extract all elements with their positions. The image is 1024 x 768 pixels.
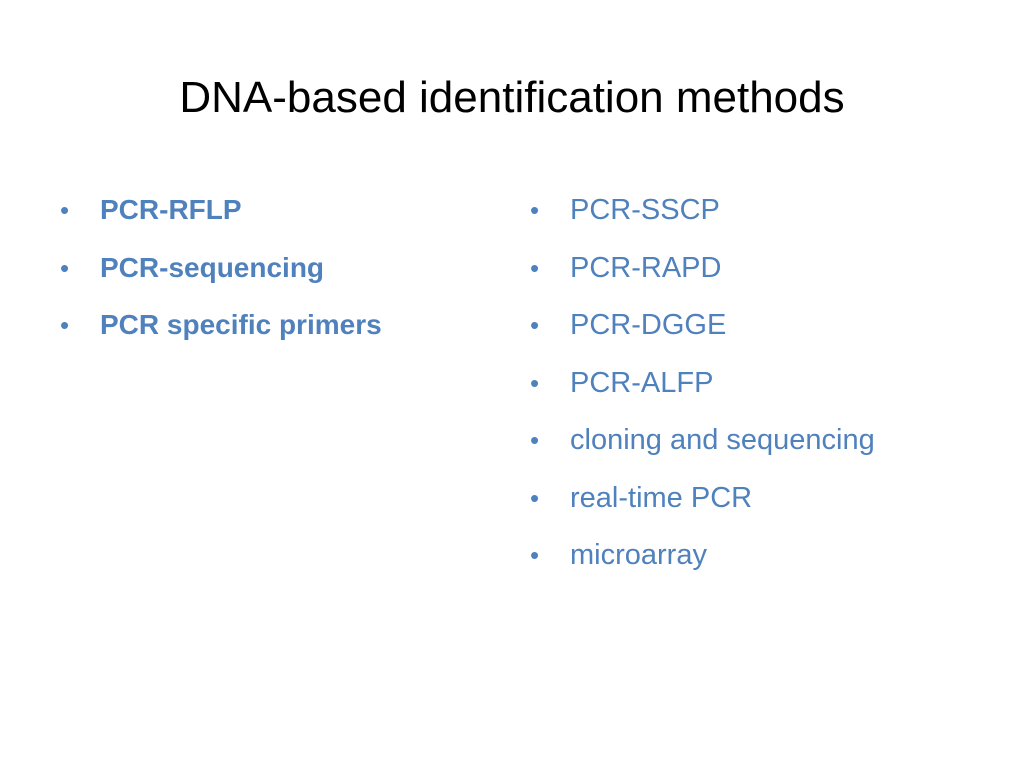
list-item: • PCR specific primers	[60, 299, 480, 357]
list-item: • PCR-sequencing	[60, 242, 480, 300]
bullet-icon: •	[530, 425, 540, 455]
list-item-label: PCR-ALFP	[570, 366, 714, 399]
list-item: • microarray	[530, 529, 1000, 587]
bullet-icon: •	[530, 310, 540, 340]
bullet-icon: •	[530, 482, 540, 513]
bullet-icon: •	[530, 252, 540, 283]
list-item: • PCR-RAPD	[530, 242, 1000, 300]
bullet-icon: •	[530, 195, 540, 225]
bullet-icon: •	[60, 252, 70, 283]
list-item-label: PCR-SSCP	[570, 194, 720, 226]
bullet-icon: •	[60, 310, 70, 340]
bullet-icon: •	[60, 195, 70, 225]
list-item: • real-time PCR	[530, 472, 1000, 530]
bullet-icon: •	[530, 540, 540, 570]
list-item-label: microarray	[570, 539, 707, 571]
list-item: • PCR-ALFP	[530, 357, 1000, 415]
list-item-label: PCR-sequencing	[100, 251, 325, 283]
list-item-label: PCR-RFLP	[100, 194, 242, 225]
list-item-label: PCR-DGGE	[570, 309, 727, 341]
left-bullet-list: • PCR-RFLP • PCR-sequencing • PCR specif…	[60, 184, 480, 357]
right-bullet-list: • PCR-SSCP • PCR-RAPD • PCR-DGGE • PCR-A…	[530, 184, 1000, 587]
slide-title: DNA-based identification methods	[179, 73, 845, 122]
list-item: • cloning and sequencing	[530, 414, 1000, 472]
list-item-label: cloning and sequencing	[570, 424, 875, 456]
list-item-label: PCR specific primers	[100, 309, 382, 340]
list-item: • PCR-SSCP	[530, 184, 1000, 242]
list-item-label: PCR-RAPD	[570, 251, 722, 284]
list-item: • PCR-DGGE	[530, 299, 1000, 357]
list-item-label: real-time PCR	[570, 481, 753, 514]
bullet-icon: •	[530, 367, 540, 398]
list-item: • PCR-RFLP	[60, 184, 480, 242]
